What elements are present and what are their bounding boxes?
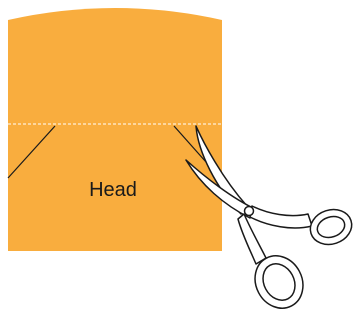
head-label: Head [89,179,137,201]
left-crease-line [7,125,56,179]
scissors-ring-right-hole [316,215,346,239]
scissors-icon [185,125,353,309]
scissors-pivot [243,205,255,217]
scissors-ring-bottom-hole [262,263,296,301]
scissors-arm-right [249,205,313,229]
paper-template [8,8,222,251]
scissors-arm-bottom [237,213,267,265]
